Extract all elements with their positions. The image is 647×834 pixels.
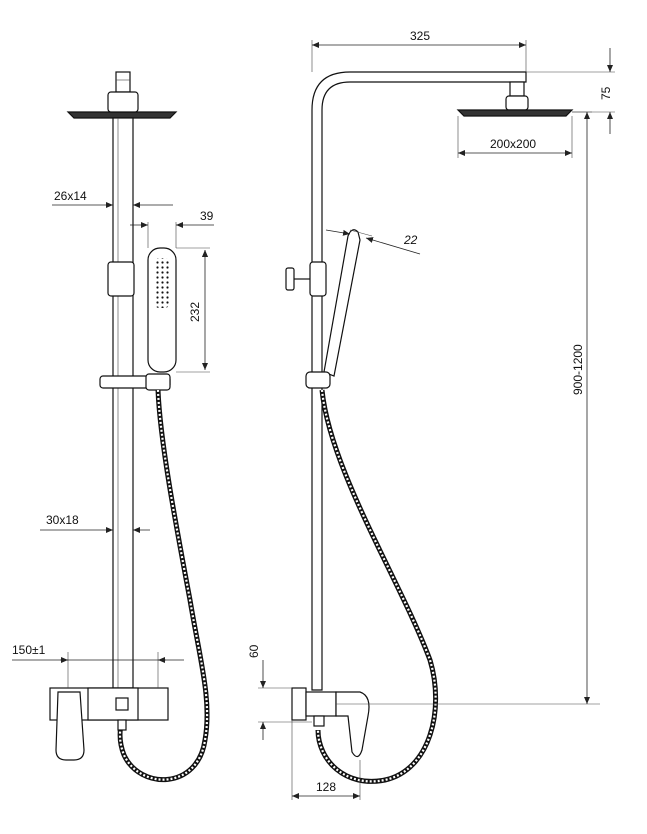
dim-pipe-upper: 26x14 bbox=[54, 189, 87, 203]
dim-head-offset: 75 bbox=[599, 86, 613, 100]
side-dimensions: 325 75 200x200 22 900-1200 60 128 bbox=[247, 29, 615, 800]
front-riser-pipe bbox=[112, 117, 134, 689]
dim-mixer-height: 60 bbox=[247, 644, 261, 658]
dim-mixer-depth: 128 bbox=[316, 780, 336, 794]
dim-pipe-lower: 30x18 bbox=[46, 513, 79, 527]
dim-handshower-angle: 22 bbox=[403, 233, 418, 247]
front-rain-head bbox=[66, 111, 178, 119]
side-mixer-body bbox=[305, 691, 337, 717]
front-hose-outlet bbox=[117, 719, 127, 731]
side-slider bbox=[305, 371, 331, 389]
front-hand-shower-nozzles bbox=[155, 258, 169, 308]
front-head-joint bbox=[107, 91, 139, 113]
front-mixer-center bbox=[87, 687, 139, 721]
side-mixer-lever bbox=[335, 691, 370, 758]
front-head-connector bbox=[115, 71, 131, 93]
side-hand-shower bbox=[323, 229, 361, 377]
front-view bbox=[49, 71, 210, 783]
front-mixer-diverter bbox=[115, 697, 129, 711]
side-holder-knob bbox=[285, 267, 295, 291]
side-riser-arm bbox=[311, 71, 527, 691]
dim-mixer-spacing: 150±1 bbox=[12, 643, 46, 657]
side-holder-clamp bbox=[309, 261, 327, 297]
side-head-connector bbox=[509, 81, 525, 97]
dim-handshower-length: 232 bbox=[188, 302, 202, 322]
side-hose-outlet bbox=[313, 715, 325, 727]
front-dimensions: 26x14 39 232 30x18 150±1 bbox=[12, 189, 214, 688]
dim-arm-length: 325 bbox=[410, 29, 430, 43]
front-slider-holder bbox=[145, 373, 171, 391]
side-rain-head bbox=[456, 109, 574, 117]
dim-handshower-width: 39 bbox=[200, 209, 214, 223]
dim-height-range: 900-1200 bbox=[571, 344, 585, 395]
dim-head-size: 200x200 bbox=[490, 137, 536, 151]
side-wall-flange bbox=[291, 687, 307, 721]
front-holder-clamp bbox=[107, 261, 135, 297]
front-mixer-lever bbox=[55, 691, 85, 761]
side-view bbox=[285, 71, 574, 784]
side-head-joint bbox=[505, 95, 529, 111]
